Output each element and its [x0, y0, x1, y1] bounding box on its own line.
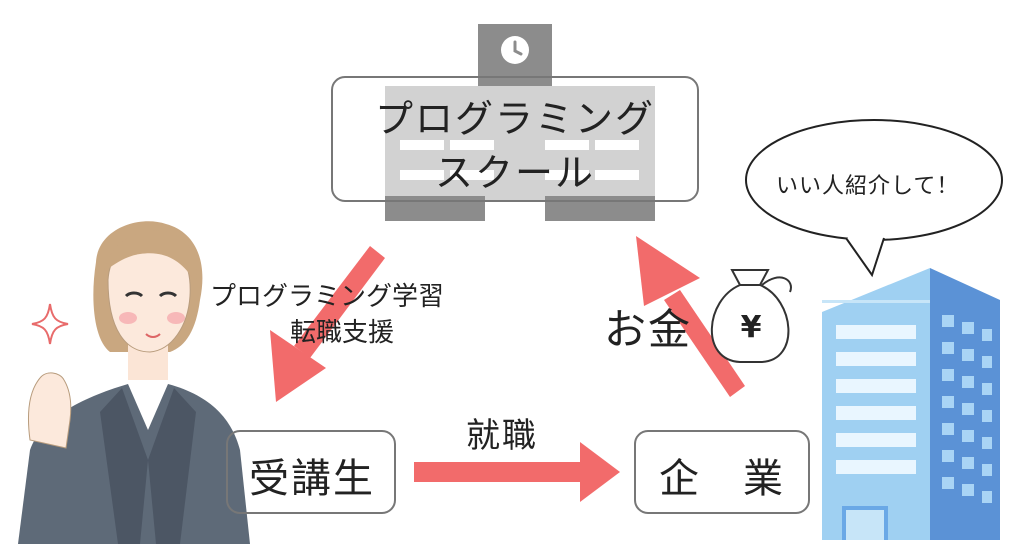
company-label: 企 業: [659, 456, 785, 502]
student-label: 受講生: [249, 456, 375, 502]
office-building-icon: [822, 268, 1000, 540]
arrow-school-to-student: [270, 246, 385, 402]
arrow-company-to-school: [636, 236, 745, 397]
yen-symbol: ¥: [740, 310, 762, 345]
school-label-line1: プログラミング: [374, 97, 655, 141]
arrow-label-learning: プログラミング学習: [210, 282, 445, 312]
speech-bubble-text: いい人紹介して！: [776, 174, 960, 199]
sparkle-icon: [31, 303, 69, 345]
school-label-line2: スクール: [434, 151, 595, 195]
arrow-label-money: お金: [604, 305, 693, 354]
money-bag-icon: [710, 269, 792, 363]
arrow-label-employment: 就職: [466, 416, 538, 456]
arrow-student-to-company: [414, 442, 620, 502]
company-box: [634, 430, 810, 514]
arrow-label-career-support: 転職支援: [290, 318, 395, 348]
student-box: [226, 430, 396, 514]
school-box: [331, 76, 699, 202]
speech-bubble: [745, 119, 1003, 278]
student-illustration: [18, 221, 250, 544]
